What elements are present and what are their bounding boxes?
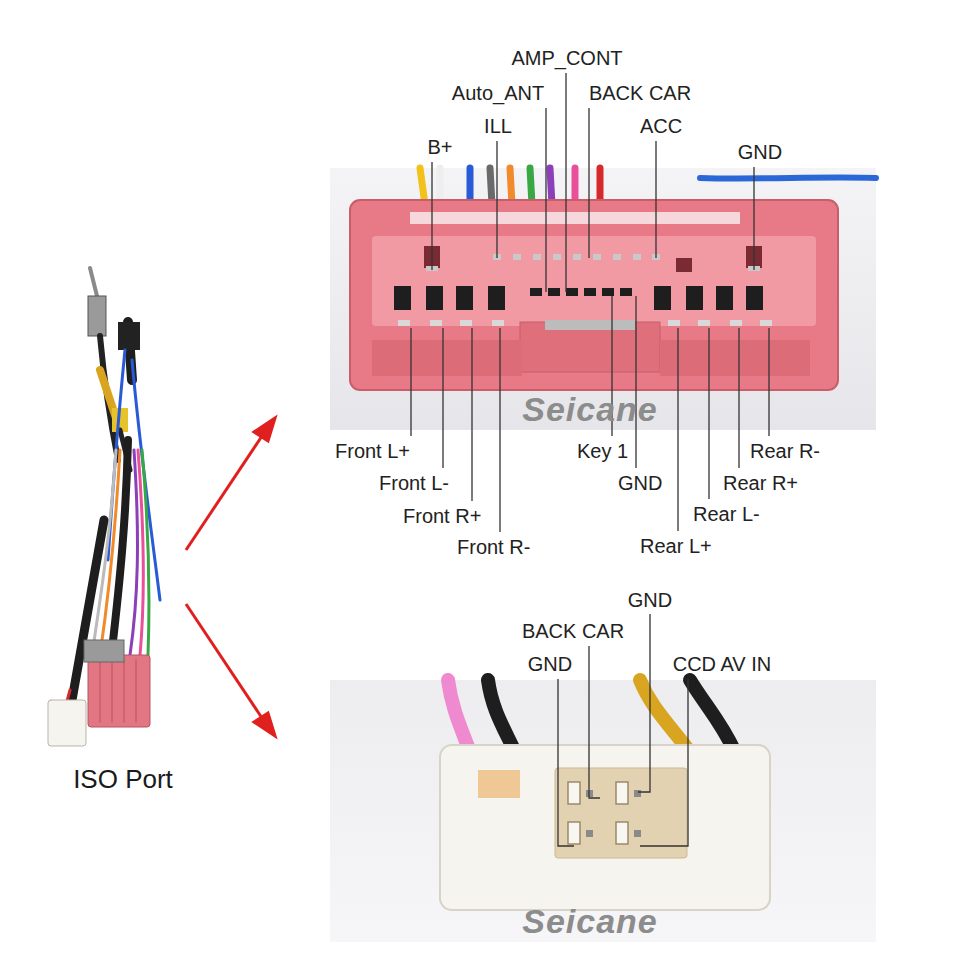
pin-label: CCD AV IN xyxy=(673,653,772,676)
watermark: Seicane xyxy=(522,902,658,940)
pin-label: GND xyxy=(628,589,672,612)
harness-drawing xyxy=(48,268,160,746)
pin-label: Rear L- xyxy=(693,503,760,526)
pin-label: GND xyxy=(618,472,662,495)
leader-line xyxy=(558,614,688,846)
port-caption: ISO Port xyxy=(73,764,173,794)
pin-label: ACC xyxy=(640,115,682,138)
pin-label: Front R+ xyxy=(403,505,481,528)
wire-bundle xyxy=(448,680,735,752)
pin-label: BACK CAR xyxy=(589,82,691,105)
white-connector xyxy=(440,745,770,910)
pink-connector xyxy=(350,200,838,390)
photo-panel xyxy=(330,168,876,430)
pin-label: GND xyxy=(528,653,572,676)
pin-label: Front R- xyxy=(457,536,530,559)
pin-label: Front L+ xyxy=(335,440,410,463)
photo-panel xyxy=(330,680,876,942)
pin-label: Auto_ANT xyxy=(452,82,544,105)
pointer-arrow xyxy=(186,418,275,736)
watermark: Seicane xyxy=(522,390,658,428)
pin-label: ILL xyxy=(484,115,512,138)
pin-label: BACK CAR xyxy=(522,620,624,643)
pin-label: Rear R- xyxy=(750,440,820,463)
pin-label: Rear L+ xyxy=(640,535,712,558)
pin-label: GND xyxy=(738,141,782,164)
pin-label: AMP_CONT xyxy=(511,47,622,70)
pin-label: Rear R+ xyxy=(723,472,798,495)
leader-line xyxy=(411,73,769,532)
pin-label: Key 1 xyxy=(577,440,628,463)
pin-label: B+ xyxy=(427,136,452,159)
pin-label: Front L- xyxy=(379,472,449,495)
